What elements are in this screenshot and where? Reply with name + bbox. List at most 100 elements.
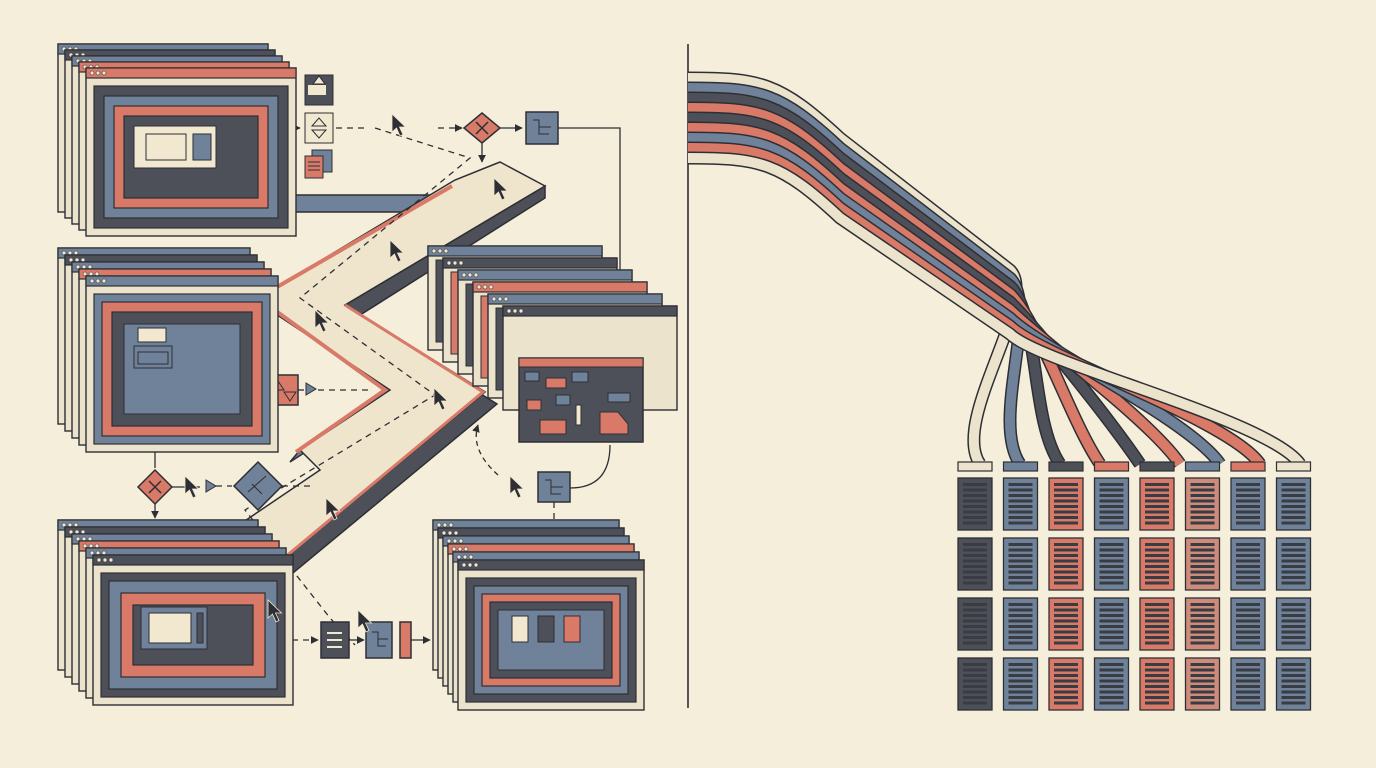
window-control-dot bbox=[61, 250, 67, 256]
server-slot bbox=[1008, 603, 1033, 606]
server-slot bbox=[1190, 521, 1215, 525]
server-slot bbox=[1099, 494, 1124, 497]
server-slot bbox=[1281, 488, 1306, 492]
server-slot bbox=[1190, 581, 1215, 585]
server-slot bbox=[1054, 608, 1078, 612]
window-control-dot bbox=[488, 284, 494, 290]
server-slot bbox=[1099, 505, 1124, 508]
server-slot bbox=[1099, 570, 1124, 574]
server-slot bbox=[1236, 559, 1260, 563]
server-slot bbox=[1236, 499, 1260, 503]
cursor-icon bbox=[493, 177, 509, 201]
flow-node-icon-right bbox=[537, 471, 571, 503]
server-slot bbox=[1008, 581, 1033, 585]
server-slot bbox=[1236, 483, 1260, 486]
server-slot bbox=[1008, 499, 1033, 503]
server-rack bbox=[1184, 537, 1221, 591]
window-control-dot bbox=[473, 562, 479, 568]
window-control-dot bbox=[441, 530, 447, 536]
server-slot bbox=[1008, 619, 1033, 623]
window-control-dot bbox=[458, 538, 464, 544]
server-slot bbox=[1145, 488, 1169, 492]
server-slot bbox=[1236, 619, 1260, 623]
server-slot bbox=[1236, 516, 1260, 519]
server-slot bbox=[1281, 668, 1306, 672]
window-control-dot bbox=[82, 271, 88, 277]
server-slot bbox=[1054, 510, 1078, 514]
server-slot bbox=[963, 483, 987, 486]
window-control-dot bbox=[437, 248, 443, 254]
server-slot bbox=[1145, 494, 1169, 497]
cursor-icon bbox=[433, 387, 449, 411]
server-slot bbox=[963, 679, 987, 683]
server-slot bbox=[1008, 510, 1033, 514]
server-slot bbox=[1099, 625, 1124, 628]
content-block bbox=[563, 615, 581, 643]
server-slot bbox=[1054, 625, 1078, 628]
server-slot bbox=[1190, 516, 1215, 519]
server-slot bbox=[1099, 696, 1124, 699]
server-slot bbox=[1236, 630, 1260, 634]
server-slot bbox=[963, 494, 987, 497]
window-control-dot bbox=[512, 308, 518, 314]
server-slot bbox=[1281, 554, 1306, 557]
server-slot bbox=[1054, 696, 1078, 699]
server-slot bbox=[1281, 674, 1306, 677]
server-rack bbox=[1093, 657, 1130, 711]
server-slot bbox=[1281, 494, 1306, 497]
server-slot bbox=[1145, 576, 1169, 579]
server-slot bbox=[1054, 576, 1078, 579]
server-slot bbox=[1054, 619, 1078, 623]
server-slot bbox=[1236, 625, 1260, 628]
server-slot bbox=[1190, 483, 1215, 486]
server-slot bbox=[1054, 614, 1078, 617]
server-grid bbox=[957, 477, 1312, 711]
window-title-bar bbox=[457, 559, 645, 571]
server-slot bbox=[1099, 581, 1124, 585]
server-slot bbox=[963, 685, 987, 688]
server-slot bbox=[1236, 614, 1260, 617]
server-slot bbox=[1099, 608, 1124, 612]
server-slot bbox=[1008, 570, 1033, 574]
server-slot bbox=[1190, 696, 1215, 699]
server-slot bbox=[963, 614, 987, 617]
window-control-dot bbox=[436, 522, 442, 528]
server-slot bbox=[1145, 641, 1169, 645]
marker-bar bbox=[399, 621, 412, 659]
server-slot bbox=[1008, 565, 1033, 568]
server-slot bbox=[1008, 521, 1033, 525]
server-slot bbox=[1054, 641, 1078, 645]
server-slot bbox=[1145, 505, 1169, 508]
cursor-icon bbox=[391, 113, 407, 137]
server-slot bbox=[1236, 674, 1260, 677]
server-rack bbox=[1002, 657, 1039, 711]
window-control-dot bbox=[506, 308, 512, 314]
server-slot bbox=[1190, 641, 1215, 645]
window-control-dot bbox=[451, 546, 457, 552]
server-slot bbox=[1236, 663, 1260, 666]
play-icon-lower bbox=[205, 479, 217, 493]
window-control-dot bbox=[443, 248, 449, 254]
window-control-dot bbox=[491, 296, 497, 302]
server-slot bbox=[1236, 603, 1260, 606]
decision-diamond-icon bbox=[462, 112, 502, 144]
server-slot bbox=[1099, 521, 1124, 525]
window-control-dot bbox=[96, 557, 102, 563]
server-slot bbox=[1236, 668, 1260, 672]
server-slot bbox=[963, 663, 987, 666]
server-slot bbox=[1145, 608, 1169, 612]
server-rack bbox=[1048, 597, 1084, 651]
server-slot bbox=[963, 603, 987, 606]
server-slot bbox=[1190, 570, 1215, 574]
server-slot bbox=[963, 570, 987, 574]
server-slot bbox=[1008, 576, 1033, 579]
server-slot bbox=[1054, 701, 1078, 705]
server-slot bbox=[963, 521, 987, 525]
window-control-dot bbox=[95, 70, 101, 76]
server-rack bbox=[1184, 597, 1221, 651]
server-slot bbox=[1281, 499, 1306, 503]
server-slot bbox=[1145, 559, 1169, 563]
cursor-icon bbox=[325, 497, 341, 521]
content-block bbox=[537, 615, 555, 643]
server-slot bbox=[1236, 701, 1260, 705]
